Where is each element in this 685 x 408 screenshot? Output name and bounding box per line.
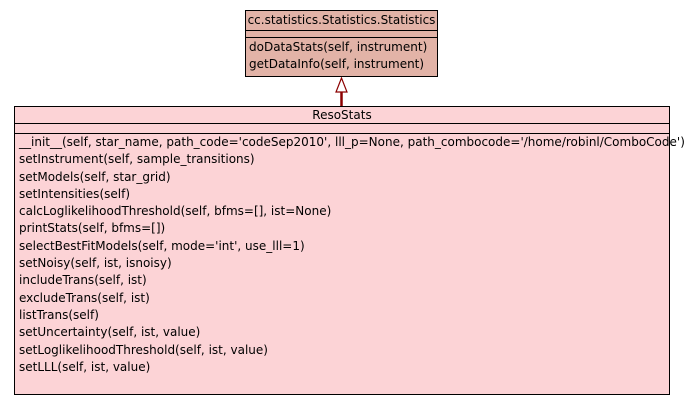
inheritance-arrowhead xyxy=(335,76,348,93)
derived-class-name: ResoStats xyxy=(15,107,669,124)
method-setLLL: setLLL(self, ist, value) xyxy=(19,359,151,374)
method-doDataStats: doDataStats(self, instrument) xyxy=(249,40,428,54)
derived-class-attributes xyxy=(15,124,669,134)
method-setNoisy: setNoisy(self, ist, isnoisy) xyxy=(19,256,172,271)
method-includeTrans: includeTrans(self, ist) xyxy=(19,273,147,288)
base-class-methods: doDataStats(self, instrument) getDataInf… xyxy=(246,38,437,74)
base-class-box[interactable]: cc.statistics.Statistics.Statistics doDa… xyxy=(245,10,438,77)
method-setModels: setModels(self, star_grid) xyxy=(19,169,171,184)
derived-class-box[interactable]: ResoStats __init__(self, star_name, path… xyxy=(14,106,685,395)
method-getDataInfo: getDataInfo(self, instrument) xyxy=(249,57,425,72)
method-setUncertainty: setUncertainty(self, ist, value) xyxy=(19,325,201,340)
base-class-name: cc.statistics.Statistics.Statistics xyxy=(246,11,437,31)
method-setIntensities: setIntensities(self) xyxy=(19,186,130,201)
method-setInstrument: setInstrument(self, sample_transitions) xyxy=(19,152,255,167)
method-calcLoglikelihoodThreshold: calcLoglikelihoodThreshold(self, bfms=[]… xyxy=(19,204,332,219)
method-init: __init__(self, star_name, path_code='cod… xyxy=(19,135,685,149)
base-class-attributes xyxy=(246,31,437,38)
method-printStats: printStats(self, bfms=[]) xyxy=(19,221,166,236)
method-selectBestFitModels: selectBestFitModels(self, mode='int', us… xyxy=(19,238,305,253)
method-setLoglikelihoodThreshold: setLoglikelihoodThreshold(self, ist, val… xyxy=(19,342,268,357)
method-listTrans: listTrans(self) xyxy=(19,307,99,322)
derived-class-methods: __init__(self, star_name, path_code='cod… xyxy=(15,134,685,376)
method-excludeTrans: excludeTrans(self, ist) xyxy=(19,290,150,305)
